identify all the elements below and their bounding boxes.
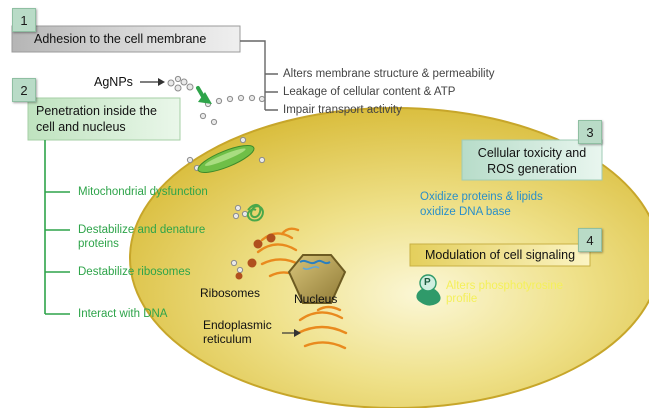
membrane-bracket [240, 40, 278, 111]
phospho-badge-icon [416, 274, 441, 306]
agnps-label: AgNPs [94, 75, 133, 89]
er-label: Endoplasmic reticulum [203, 318, 272, 346]
phospho-badge-label: P [424, 277, 431, 288]
membrane-effect-2: Leakage of cellular content & ATP [283, 86, 456, 98]
penetration-effect-1: Mitochondrial dysfunction [78, 186, 208, 198]
step-1-number: 1 [12, 8, 36, 32]
signaling-effect: Alters phosphotyrosine profile [446, 280, 563, 305]
step-1-box [11, 25, 241, 53]
step-2-number: 2 [12, 78, 36, 102]
penetration-bracket [44, 140, 70, 315]
step-4-number: 4 [578, 228, 602, 252]
step-2-title: Penetration inside the cell and nucleus [36, 104, 157, 134]
entry-arrow-head [198, 92, 212, 104]
dna-icon [299, 259, 331, 265]
penetration-effect-2: Destabilize and denature proteins [78, 224, 206, 250]
mitochondrion-icon [197, 145, 255, 173]
agnp-particles [167, 75, 266, 274]
toxicity-effect-2: oxidize DNA base [420, 206, 511, 218]
er-lower [296, 305, 348, 350]
step-3-box [461, 139, 603, 181]
cell-body [129, 107, 649, 408]
step-1-title: Adhesion to the cell membrane [34, 32, 207, 46]
step-3-number: 3 [578, 120, 602, 144]
step-4-title: Modulation of cell signaling [424, 248, 576, 262]
ribosomes-label: Ribosomes [200, 286, 261, 300]
step-3-title: Cellular toxicity and ROS generation [477, 146, 587, 176]
ribosome-dots [235, 233, 276, 280]
membrane-effect-3: Impair transport activity [283, 104, 402, 116]
agnp-arrow-head [158, 78, 165, 86]
toxicity-effect-1: Oxidize proteins & lipids [420, 191, 543, 203]
nucleus-label: Nucleus [294, 292, 338, 306]
penetration-effect-3: Destabilize ribosomes [78, 266, 191, 278]
step-4-box [409, 243, 591, 267]
penetration-effect-4: Interact with DNA [78, 308, 168, 320]
nucleus-shape [287, 254, 347, 304]
protein-icon [246, 204, 264, 222]
membrane-effect-1: Alters membrane structure & permeability [283, 68, 495, 80]
step-2-box [27, 97, 181, 141]
